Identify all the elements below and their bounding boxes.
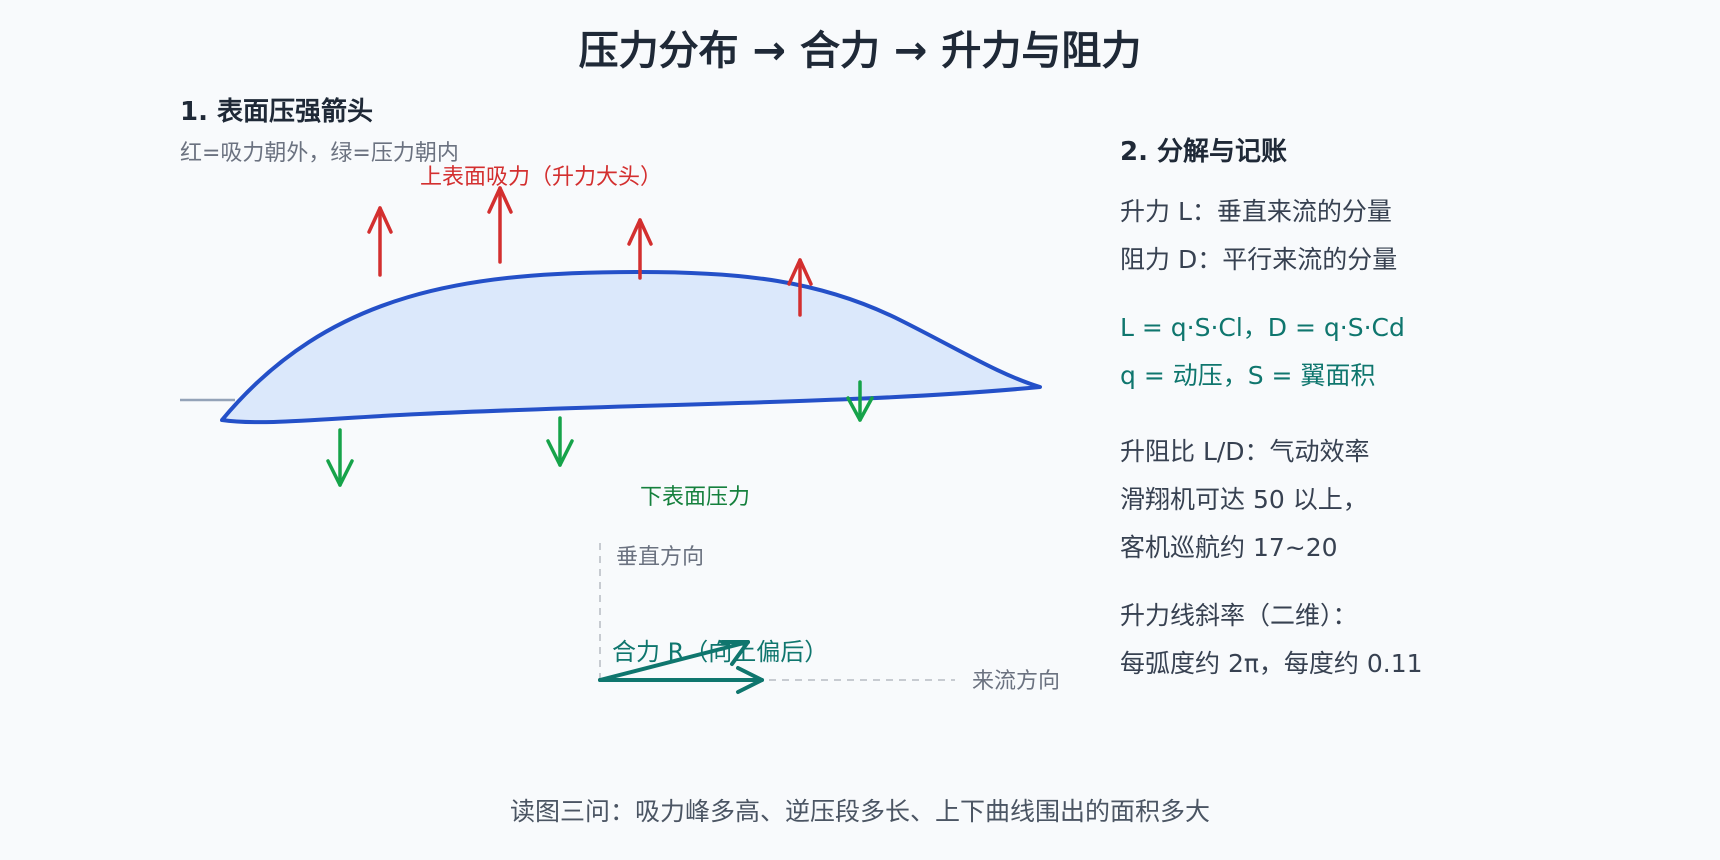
ld-ratio-line-3: 客机巡航约 17~20	[1120, 533, 1338, 562]
legend-note: 红=吸力朝外，绿=压力朝内	[180, 141, 459, 166]
pressure-arrows	[326, 380, 874, 487]
ld-ratio-line-2: 滑翔机可达 50 以上，	[1120, 485, 1368, 514]
resultant-label: 合力 R（向上偏后）	[612, 638, 828, 666]
page-title: 压力分布 → 合力 → 升力与阻力	[579, 28, 1142, 74]
arrow-down-icon	[846, 380, 874, 422]
lift-slope-line-1: 升力线斜率（二维）：	[1120, 601, 1358, 630]
drag-definition: 阻力 D：平行来流的分量	[1120, 245, 1397, 274]
arrow-down-icon	[546, 416, 574, 467]
arrow-right-icon	[598, 666, 764, 694]
section-1-heading: 1. 表面压强箭头	[180, 96, 373, 127]
vertical-direction-label: 垂直方向	[616, 545, 704, 570]
resultant-force	[598, 640, 764, 694]
airfoil-shape	[220, 270, 1042, 425]
arrow-up-icon	[787, 258, 813, 317]
arrow-right-icon	[598, 640, 750, 682]
arrow-up-icon	[487, 186, 513, 264]
lift-slope-line-2: 每弧度约 2π，每度约 0.11	[1120, 649, 1423, 678]
formula-definitions: q = 动压，S = 翼面积	[1120, 361, 1375, 390]
arrow-up-icon	[367, 206, 393, 277]
lower-pressure-label: 下表面压力	[640, 485, 750, 510]
arrow-up-icon	[627, 218, 653, 280]
suction-arrows	[367, 186, 813, 317]
footer-caption: 读图三问：吸力峰多高、逆压段多长、上下曲线围出的面积多大	[510, 797, 1210, 826]
formula-lift-drag: L = q·S·Cl，D = q·S·Cd	[1120, 313, 1405, 342]
arrow-down-icon	[326, 428, 354, 487]
lift-definition: 升力 L：垂直来流的分量	[1120, 197, 1392, 226]
flow-direction-label: 来流方向	[972, 669, 1060, 694]
upper-suction-label: 上表面吸力（升力大头）	[420, 165, 662, 190]
ld-ratio-line-1: 升阻比 L/D：气动效率	[1120, 437, 1370, 466]
section-2-heading: 2. 分解与记账	[1120, 137, 1287, 167]
